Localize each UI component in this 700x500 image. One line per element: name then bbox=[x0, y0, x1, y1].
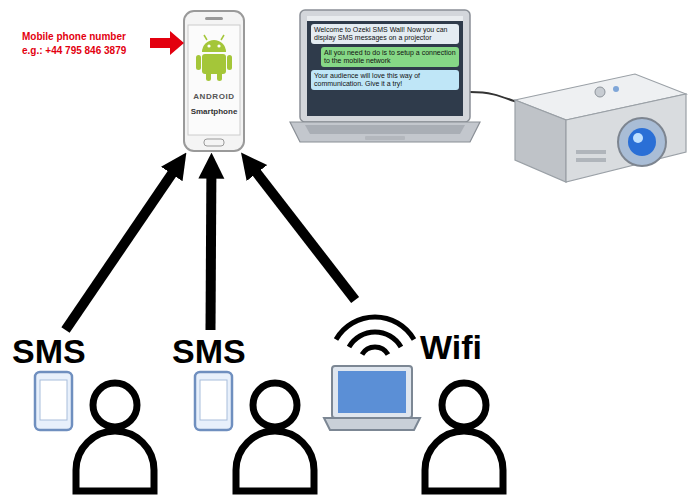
person-body bbox=[76, 431, 154, 491]
message-text: All you need to do is to setup a connect… bbox=[324, 49, 456, 65]
laptop-lid bbox=[300, 10, 470, 122]
phone-screen bbox=[188, 25, 240, 135]
android-leg bbox=[206, 71, 211, 81]
android-arm bbox=[196, 55, 201, 70]
projector-lens-ring bbox=[618, 118, 666, 166]
person-body bbox=[425, 431, 503, 491]
mobile-phone-icon bbox=[35, 372, 72, 430]
sms-sender: SMS bbox=[10, 330, 160, 495]
message-arrow bbox=[66, 172, 174, 330]
callout-arrow bbox=[150, 31, 184, 55]
wifi-wave bbox=[362, 347, 388, 355]
laptop-screen bbox=[307, 16, 463, 116]
person-head bbox=[93, 383, 137, 427]
phone-speaker bbox=[205, 17, 223, 20]
android-body bbox=[202, 54, 226, 74]
wifi-sender: Wifi bbox=[322, 300, 517, 495]
laptop-icon-base bbox=[324, 418, 420, 430]
window-titlebar bbox=[307, 16, 463, 21]
laptop-icon-screen bbox=[338, 371, 406, 413]
callout-label: e.g.: +44 795 846 3879 bbox=[22, 44, 126, 57]
android-logo bbox=[196, 35, 232, 81]
message-arrow bbox=[206, 176, 217, 330]
projector bbox=[515, 74, 686, 182]
android-antenna bbox=[204, 35, 207, 40]
channel-label: Wifi bbox=[420, 330, 482, 364]
laptop-icon-lid bbox=[332, 366, 412, 418]
laptop-base bbox=[290, 122, 480, 142]
phone-home-button bbox=[204, 139, 224, 146]
wifi-wave bbox=[336, 317, 414, 340]
android-leg bbox=[217, 71, 222, 81]
device-label: Smartphone bbox=[188, 107, 240, 117]
person-head bbox=[253, 383, 297, 427]
smartphone-body bbox=[184, 11, 244, 151]
callout-label: Mobile phone number bbox=[22, 30, 126, 43]
projector-lens-glow bbox=[633, 133, 643, 143]
android-antenna bbox=[221, 35, 224, 40]
sms-sender-figure bbox=[195, 372, 314, 491]
mobile-phone-screen bbox=[40, 380, 67, 420]
smartphone: ANDROID Smartphone bbox=[183, 10, 245, 152]
phone-frame bbox=[184, 11, 244, 151]
android-arm bbox=[227, 55, 232, 70]
projector-vent bbox=[576, 150, 606, 154]
android-eye bbox=[217, 44, 220, 47]
laptop-touchpad bbox=[365, 136, 405, 140]
mobile-phone-icon bbox=[195, 372, 232, 430]
android-eye bbox=[207, 44, 210, 47]
projector-lens bbox=[628, 128, 656, 156]
sms-bubble: Welcome to Ozeki SMS Wall! Now you can d… bbox=[311, 24, 459, 44]
message-text: Your audience will love this way of comm… bbox=[314, 72, 456, 88]
sms-sender-figure bbox=[35, 372, 154, 491]
os-wordmark: ANDROID bbox=[188, 92, 240, 102]
person-head bbox=[442, 383, 486, 427]
projector-front bbox=[566, 94, 686, 182]
person-body bbox=[236, 431, 314, 491]
projector-button bbox=[613, 86, 619, 92]
sms-bubble: All you need to do is to setup a connect… bbox=[321, 47, 459, 67]
laptop-keyboard bbox=[305, 125, 465, 134]
message-text: Welcome to Ozeki SMS Wall! Now you can d… bbox=[314, 26, 456, 42]
video-cable bbox=[470, 92, 522, 104]
channel-label: SMS bbox=[172, 334, 246, 368]
sms-sender: SMS bbox=[170, 330, 320, 495]
projector-button bbox=[595, 87, 605, 97]
phone-text-area: ANDROID Smartphone bbox=[188, 92, 240, 116]
android-head bbox=[202, 40, 226, 52]
channel-label: SMS bbox=[12, 334, 86, 368]
wifi-sender-figure bbox=[324, 317, 503, 491]
projector-vent bbox=[576, 158, 606, 162]
mobile-phone-screen bbox=[200, 380, 227, 420]
message-arrow bbox=[255, 171, 355, 300]
projector-side bbox=[515, 100, 566, 182]
laptop bbox=[290, 10, 480, 142]
sms-bubble: Your audience will love this way of comm… bbox=[311, 70, 459, 90]
